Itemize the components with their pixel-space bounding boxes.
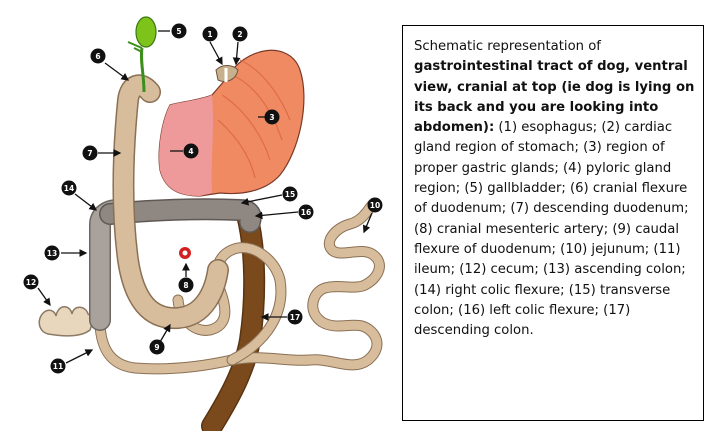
marker-circle	[183, 143, 199, 159]
marker-circle	[44, 245, 60, 261]
caption-intro: Schematic representation of	[414, 39, 601, 54]
duodenum	[112, 74, 229, 330]
caption-box: Schematic representation of gastrointest…	[402, 25, 704, 421]
marker-circle	[23, 274, 39, 290]
marker-4: 4	[183, 143, 199, 159]
marker-15: 15	[282, 186, 298, 202]
marker-label: 6	[95, 52, 100, 61]
marker-2: 2	[232, 26, 248, 42]
marker-17: 17	[287, 309, 303, 325]
marker-circle	[232, 26, 248, 42]
marker-label: 2	[237, 30, 242, 39]
marker-6: 6	[90, 48, 106, 64]
stomach	[158, 49, 305, 197]
marker-circle	[171, 23, 187, 39]
marker-label: 4	[188, 147, 193, 156]
marker-circle	[287, 309, 303, 325]
marker-label: 3	[269, 113, 274, 122]
marker-label: 7	[87, 149, 92, 158]
cecum	[38, 306, 95, 337]
marker-circle	[149, 339, 165, 355]
marker-circle	[50, 358, 66, 374]
marker-circle	[82, 145, 98, 161]
marker-3: 3	[264, 109, 280, 125]
marker-circle	[61, 180, 77, 196]
marker-label: 17	[290, 313, 300, 322]
marker-5: 5	[171, 23, 187, 39]
marker-8: 8	[178, 277, 194, 293]
marker-label: 8	[183, 281, 188, 290]
marker-7: 7	[82, 145, 98, 161]
caption-bold-text: gastrointestinal tract of dog, ventral v…	[414, 59, 695, 136]
marker-13: 13	[44, 245, 60, 261]
marker-10: 10	[367, 197, 383, 213]
marker-circle	[367, 197, 383, 213]
marker-label: 14	[64, 184, 74, 193]
marker-label: 11	[53, 362, 63, 371]
marker-label: 5	[176, 27, 181, 36]
marker-label: 10	[370, 201, 380, 210]
marker-circle	[264, 109, 280, 125]
marker-circle	[178, 277, 194, 293]
jejunum-ileum	[94, 199, 385, 375]
marker-label: 15	[285, 190, 295, 199]
marker-1: 1	[202, 26, 218, 42]
marker-circle	[90, 48, 106, 64]
cranial-mesenteric-artery	[179, 247, 191, 259]
caption-legend-text: (1) esophagus; (2) cardiac gland region …	[414, 120, 689, 339]
marker-circle	[202, 26, 218, 42]
marker-11: 11	[50, 358, 66, 374]
marker-12: 12	[23, 274, 39, 290]
marker-9: 9	[149, 339, 165, 355]
marker-circle	[282, 186, 298, 202]
marker-label: 13	[47, 249, 57, 258]
marker-label: 12	[26, 278, 36, 287]
leader-lines	[37, 30, 373, 364]
transverse-colon	[99, 198, 262, 233]
gallbladder	[127, 16, 157, 93]
marker-label: 9	[154, 343, 159, 352]
marker-label: 1	[207, 30, 212, 39]
marker-circle	[298, 204, 314, 220]
marker-label: 16	[301, 208, 311, 217]
marker-14: 14	[61, 180, 77, 196]
marker-16: 16	[298, 204, 314, 220]
